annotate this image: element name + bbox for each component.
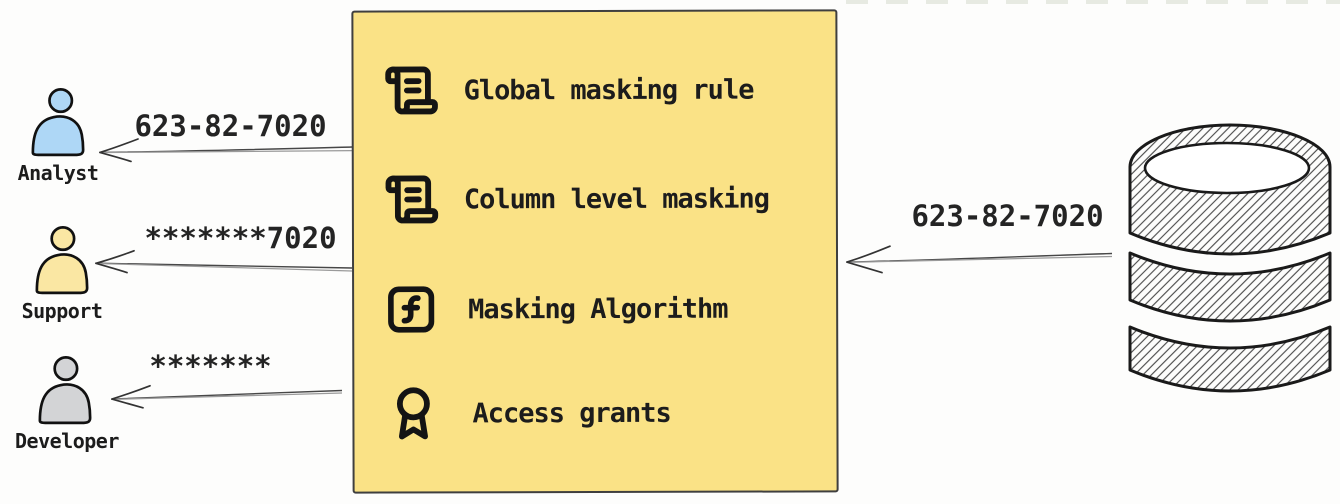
persona-developer: Developer [15,356,119,453]
faint-dashed-border [846,0,1340,4]
flow-value-database: 623-82-7020 [911,199,1104,233]
award-icon [396,387,430,440]
arrow-to-developer-icon [111,384,343,409]
arrow-to-support-icon [95,249,353,274]
persona-label: Analyst [17,161,99,185]
persona-label: Support [21,299,103,323]
person-icon [31,88,85,157]
arrow-to-analyst-icon [99,138,353,163]
masking-item-column-level: Column level masking [384,168,769,231]
masking-item-label: Masking Algorithm [468,293,728,325]
scroll-text-icon [385,175,439,224]
scroll-text-icon [385,66,438,115]
flow-value-analyst: 623-82-7020 [134,109,327,143]
masking-item-access-grants: Access grants [384,382,671,445]
person-icon [35,226,89,295]
masking-item-algorithm: Masking Algorithm [384,278,728,341]
person-icon [38,356,92,425]
masking-item-global-rule: Global masking rule [383,59,753,122]
masking-item-label: Access grants [472,397,671,429]
persona-label: Developer [15,429,119,453]
flow-value-developer: ******* [149,349,272,383]
flow-value-support: *******7020 [144,221,337,255]
masking-item-label: Column level masking [463,183,770,215]
persona-support: Support [12,226,112,323]
masking-item-label: Global masking rule [463,74,754,106]
arrow-database-to-box-icon [846,245,1113,274]
database-icon [1128,123,1332,393]
function-square-icon [388,286,435,333]
persona-analyst: Analyst [8,88,108,185]
masking-rules-panel: Global masking rule Column level masking… [351,9,839,494]
